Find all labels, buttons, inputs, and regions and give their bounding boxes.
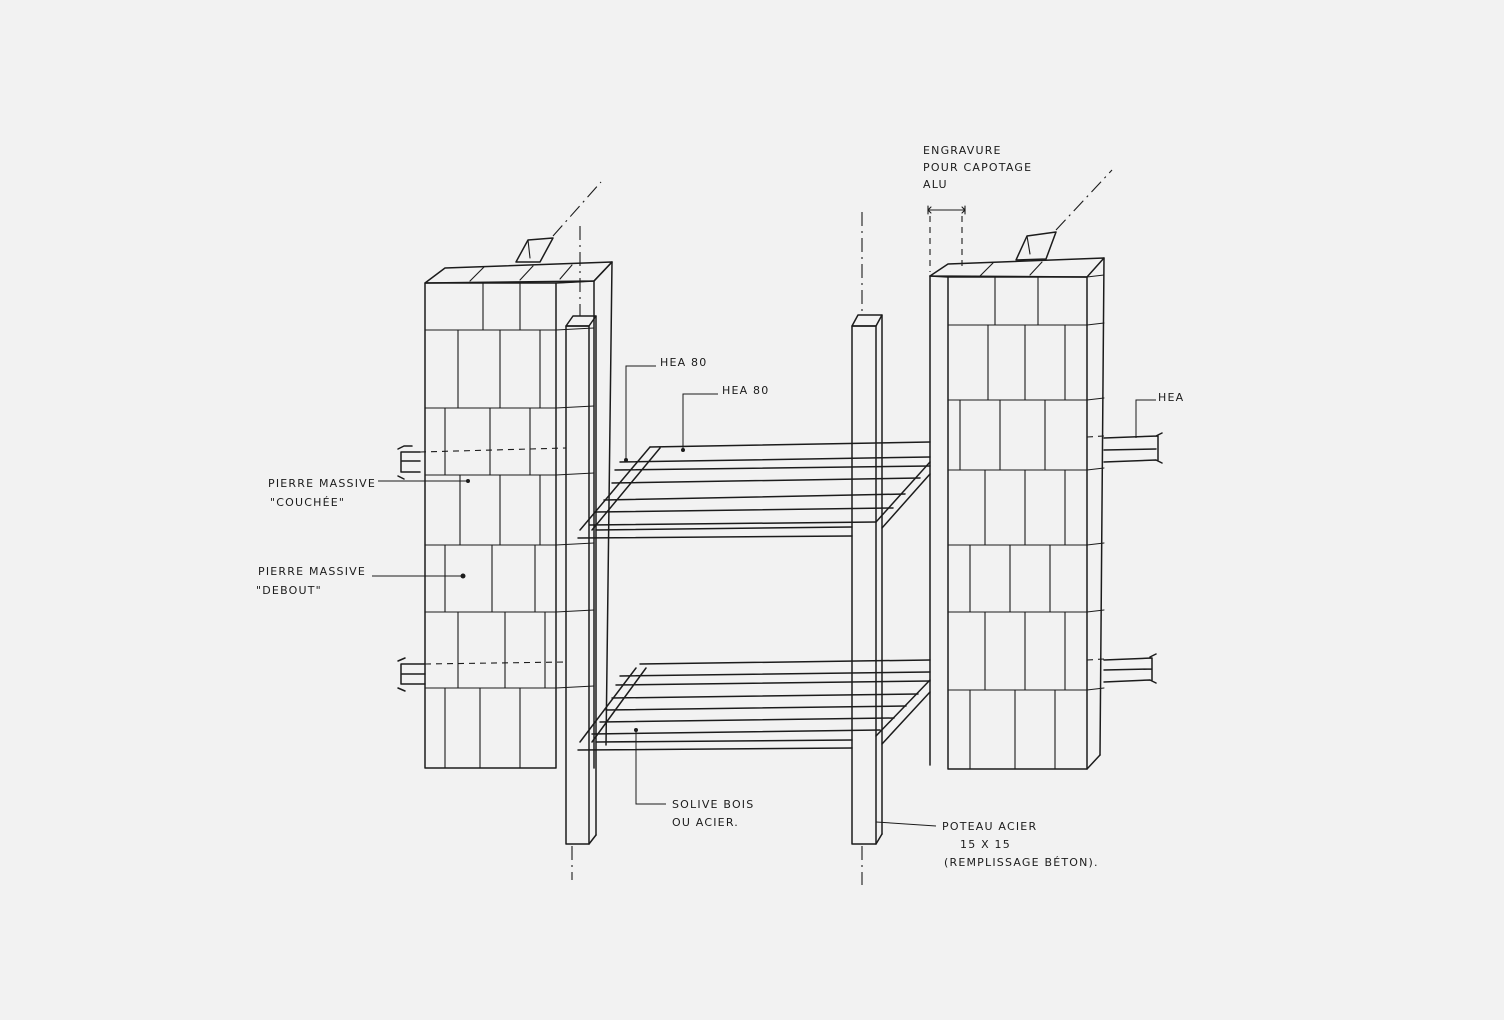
- right-axis-line: [1055, 169, 1113, 231]
- stone-joint: [555, 472, 595, 476]
- poteau-line-1: POTEAU ACIER: [942, 820, 1037, 833]
- label-engravure: ENGRAVURE POUR CAPOTAGE ALU: [923, 144, 1032, 191]
- stone-joint: [555, 609, 595, 613]
- engravure-line-3: ALU: [923, 178, 948, 191]
- left-steel-post: [565, 315, 597, 880]
- label-hea-80-a: HEA 80: [660, 356, 707, 369]
- right-stone-pillar: [929, 231, 1105, 770]
- stone-joint: [555, 327, 595, 331]
- leaders: [372, 365, 1156, 827]
- stone-joint: [1086, 542, 1105, 546]
- label-poteau: POTEAU ACIER 15 X 15 (REMPLISSAGE BÉTON)…: [942, 820, 1099, 869]
- stone-joint: [1086, 397, 1105, 401]
- left-stone-pillar: [424, 237, 613, 769]
- pierre-couchee-line-1: PIERRE MASSIVE: [268, 477, 376, 490]
- poteau-line-2: 15 X 15: [960, 838, 1011, 851]
- label-pierre-couchee: PIERRE MASSIVE "COUCHÉE": [268, 477, 376, 509]
- stone-joint: [1086, 274, 1105, 278]
- stone-joint: [1086, 322, 1105, 326]
- label-hea-right: HEA: [1158, 391, 1184, 404]
- pierre-debout-line-1: PIERRE MASSIVE: [258, 565, 366, 578]
- engravure-line-1: ENGRAVURE: [923, 144, 1002, 157]
- engravure-dimension: [927, 205, 966, 272]
- stone-joint: [555, 542, 595, 546]
- stone-joint: [1086, 687, 1105, 691]
- solive-line-2: OU ACIER.: [672, 816, 739, 829]
- lower-floor-frame: [397, 653, 1157, 751]
- solive-line-1: SOLIVE BOIS: [672, 798, 754, 811]
- label-hea-80-b: HEA 80: [722, 384, 769, 397]
- center-steel-post: [851, 212, 883, 885]
- upper-floor-frame: [397, 432, 1163, 539]
- stone-joint: [1086, 467, 1105, 471]
- poteau-line-3: (REMPLISSAGE BÉTON).: [944, 856, 1099, 869]
- stone-joint: [555, 685, 595, 689]
- stone-joint: [555, 405, 595, 409]
- stone-joint: [555, 280, 595, 284]
- label-solive: SOLIVE BOIS OU ACIER.: [672, 798, 754, 829]
- stone-joint: [1086, 609, 1105, 613]
- pierre-couchee-line-2: "COUCHÉE": [270, 496, 345, 509]
- pierre-debout-line-2: "DEBOUT": [256, 584, 322, 597]
- engravure-line-2: POUR CAPOTAGE: [923, 161, 1032, 174]
- label-pierre-debout: PIERRE MASSIVE "DEBOUT": [256, 565, 366, 597]
- left-axis-line: [552, 181, 602, 237]
